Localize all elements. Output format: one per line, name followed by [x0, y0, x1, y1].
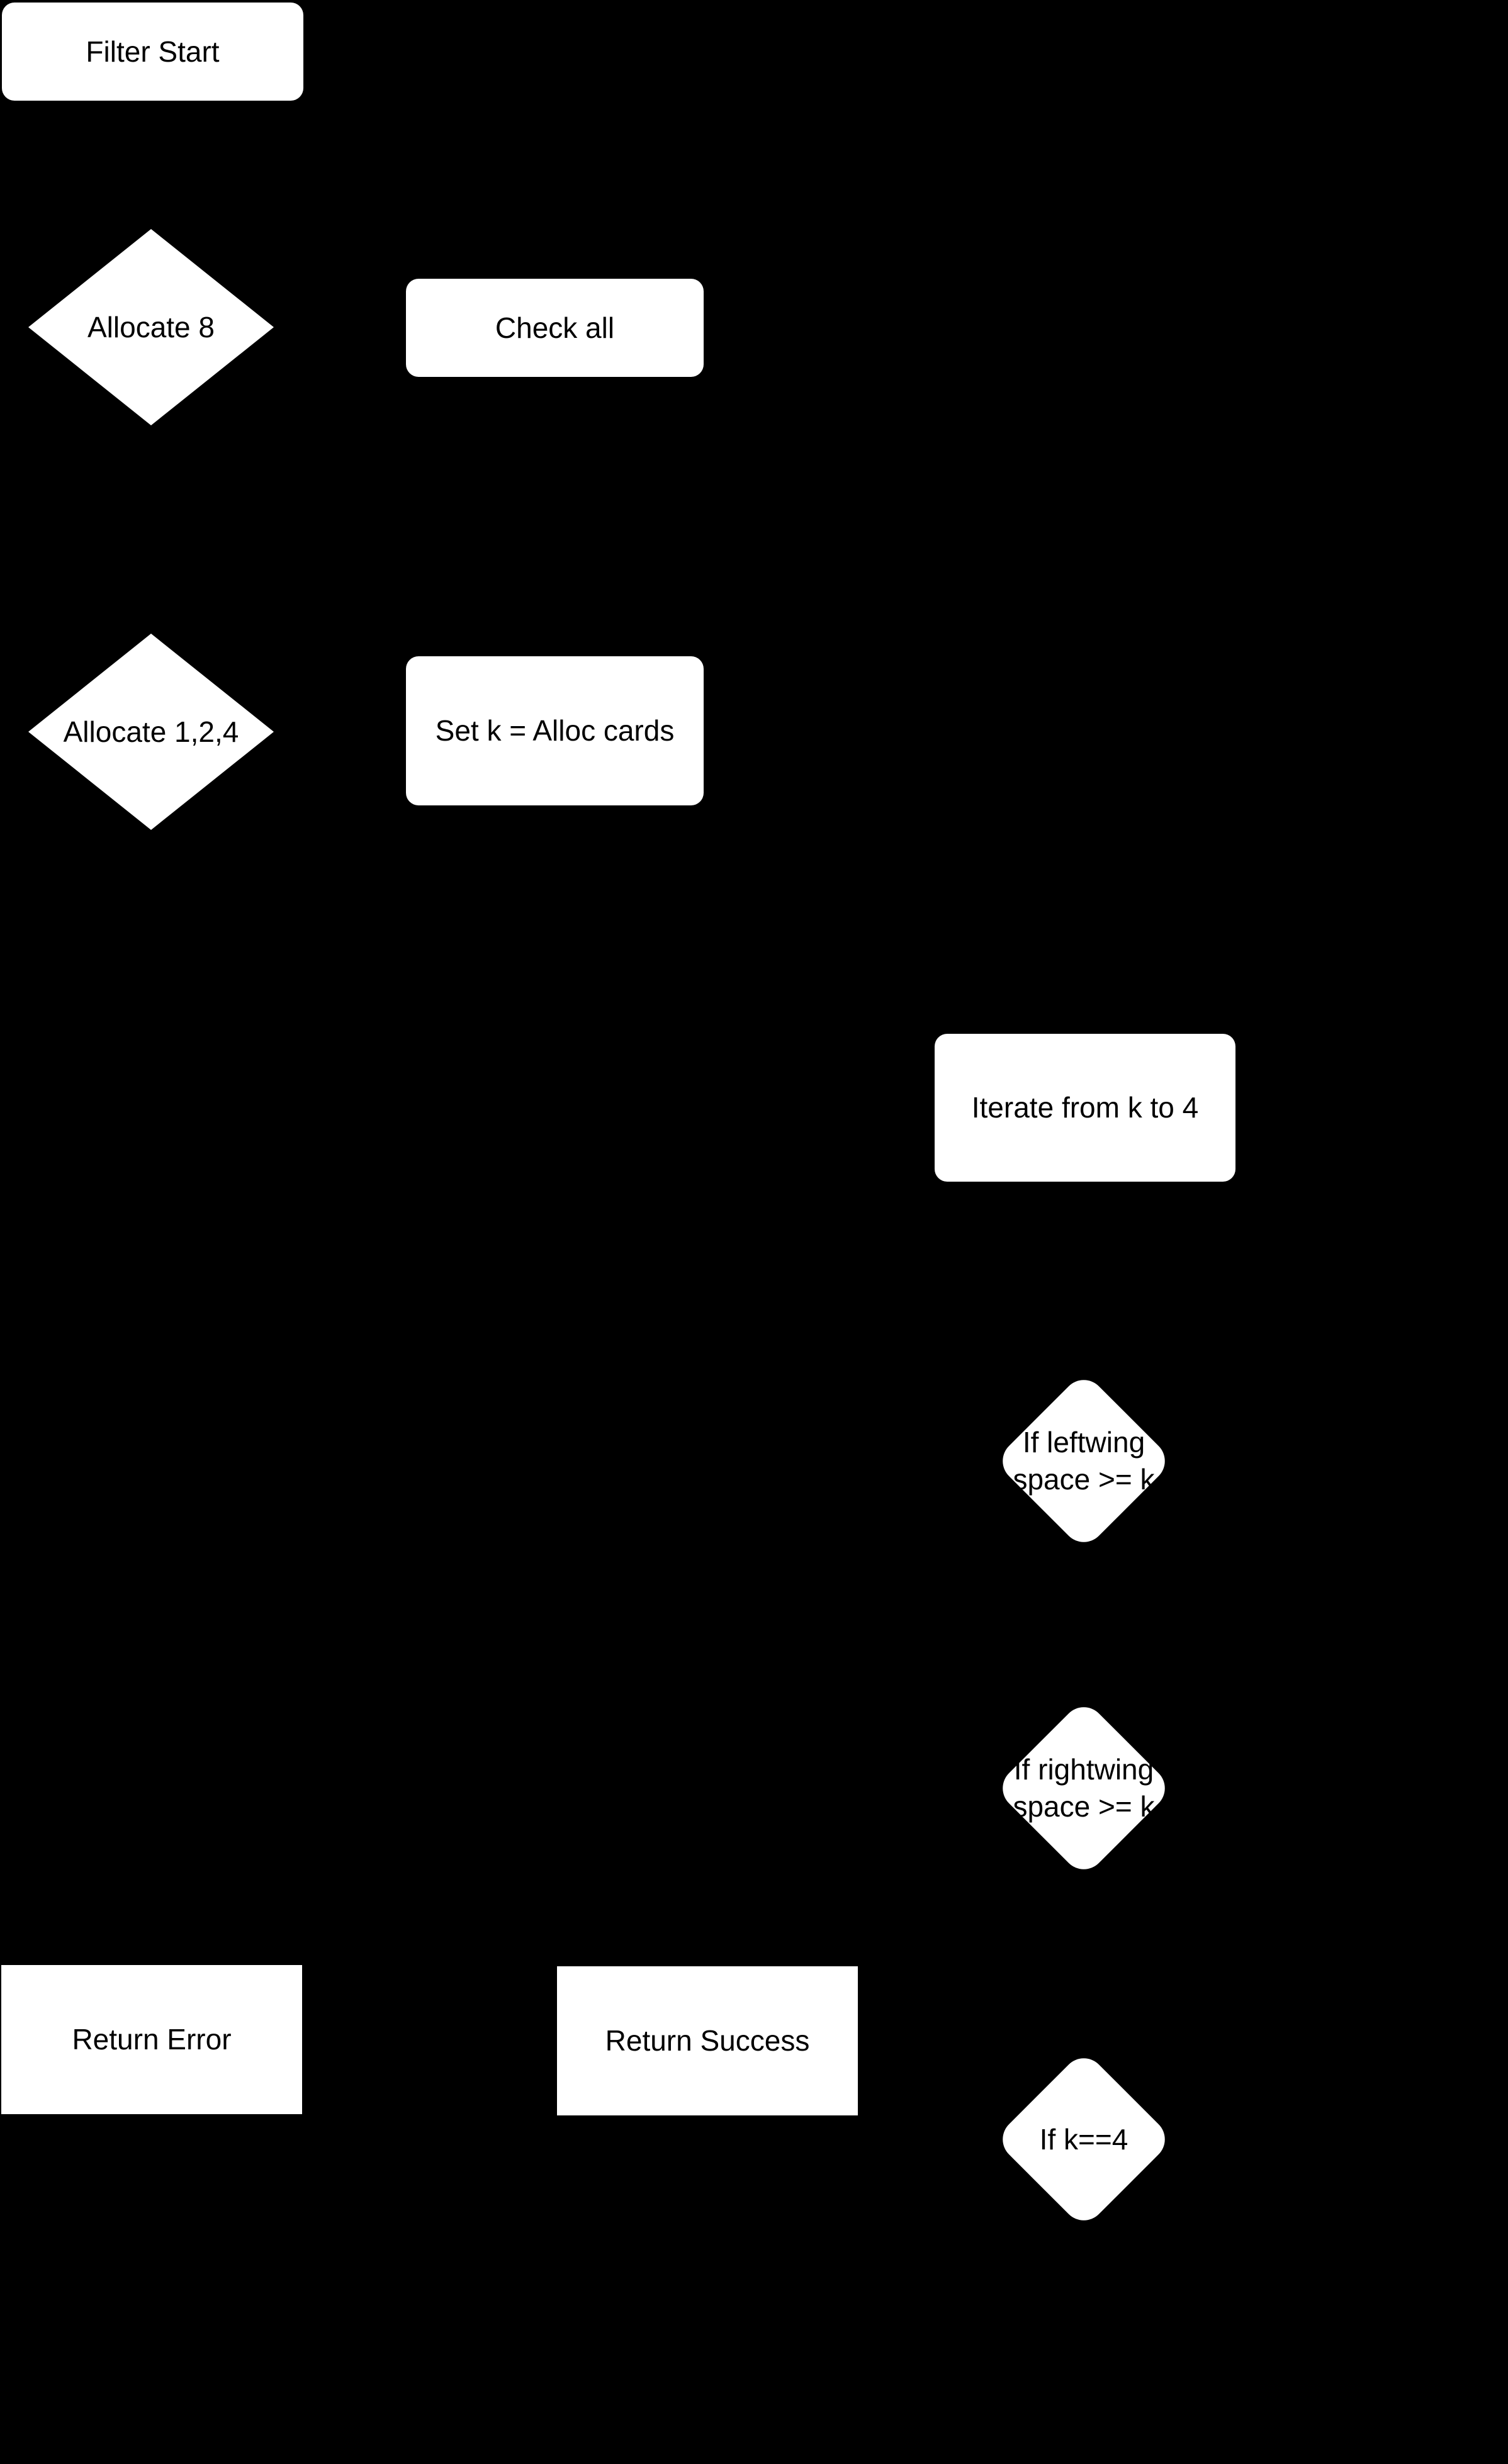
node-check-all-label: Check all	[495, 311, 615, 344]
node-allocate-8-label: Allocate 8	[87, 310, 215, 344]
node-if-leftwing-line2: space >= k	[1013, 1463, 1155, 1496]
node-if-rightwing-line1: If rightwing	[1013, 1753, 1154, 1786]
node-if-k-equals-4-label: If k==4	[1039, 2122, 1128, 2156]
node-filter-start-label: Filter Start	[86, 35, 220, 68]
node-if-rightwing-line2: space >= k	[1013, 1790, 1155, 1823]
node-iterate: Iterate from k to 4	[935, 1034, 1235, 1182]
node-return-error: Return Error	[1, 1965, 302, 2114]
node-if-leftwing-space: If leftwing space >= k	[994, 1371, 1174, 1551]
node-set-k: Set k = Alloc cards	[406, 656, 704, 805]
node-filter-start: Filter Start	[2, 3, 303, 101]
node-allocate-8: Allocate 8	[28, 229, 274, 425]
node-return-success-label: Return Success	[605, 2024, 810, 2057]
node-allocate-124: Allocate 1,2,4	[28, 634, 274, 830]
node-iterate-label: Iterate from k to 4	[971, 1091, 1199, 1124]
node-set-k-label: Set k = Alloc cards	[435, 714, 675, 747]
node-if-leftwing-line1: If leftwing	[1022, 1426, 1145, 1459]
node-return-error-label: Return Error	[72, 2023, 232, 2056]
node-allocate-124-label: Allocate 1,2,4	[63, 715, 239, 748]
node-if-k-equals-4: If k==4	[994, 2049, 1174, 2229]
node-check-all: Check all	[406, 279, 704, 377]
node-if-rightwing-space: If rightwing space >= k	[994, 1698, 1174, 1878]
node-return-success: Return Success	[557, 1966, 858, 2115]
